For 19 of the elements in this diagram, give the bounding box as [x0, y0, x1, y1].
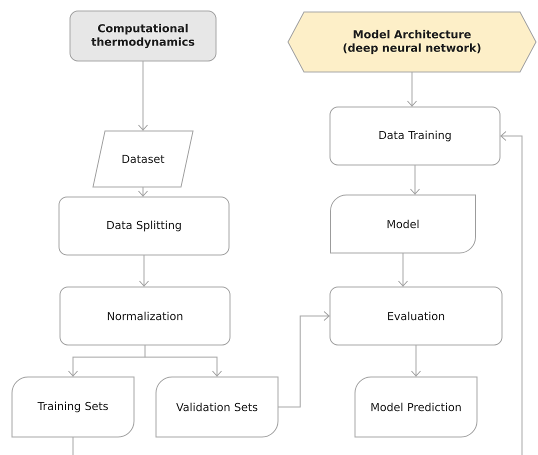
- arrow: [407, 72, 417, 107]
- arrow: [398, 252, 408, 287]
- process-box: Normalization: [60, 286, 230, 346]
- arrow: [144, 344, 222, 377]
- process-box: Evaluation: [330, 286, 502, 346]
- process-box: Data Splitting: [58, 196, 230, 256]
- process-box: Computational thermodynamics: [70, 10, 216, 62]
- arrow: [500, 131, 522, 455]
- connector-line: [72, 436, 74, 455]
- process-box: Data Training: [330, 106, 500, 166]
- data-box: Validation Sets: [156, 376, 278, 438]
- arrow: [410, 164, 420, 195]
- arrow: [139, 254, 149, 287]
- data-box: Training Sets: [12, 376, 134, 438]
- arrow: [411, 344, 421, 377]
- data-box: Model: [330, 194, 476, 254]
- data-box: Model Prediction: [354, 376, 478, 438]
- arrow: [278, 311, 330, 408]
- arrow: [138, 60, 148, 131]
